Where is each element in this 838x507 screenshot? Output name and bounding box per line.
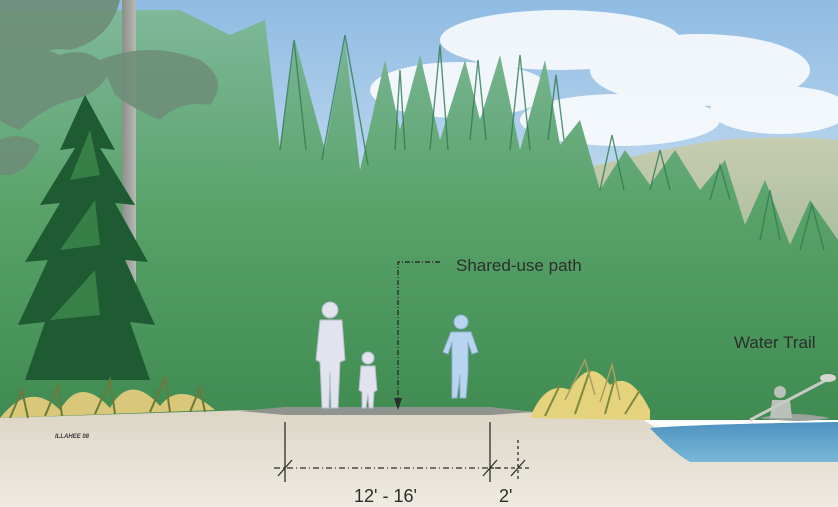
water-trail-label: Water Trail (734, 333, 816, 352)
path-width-label: 12' - 16' (354, 486, 417, 506)
artist-signature: ILLAHEE 08 (55, 434, 90, 440)
shoulder-width-label: 2' (499, 486, 512, 506)
shared-use-path-label: Shared-use path (456, 256, 582, 275)
path-surface (240, 407, 535, 415)
